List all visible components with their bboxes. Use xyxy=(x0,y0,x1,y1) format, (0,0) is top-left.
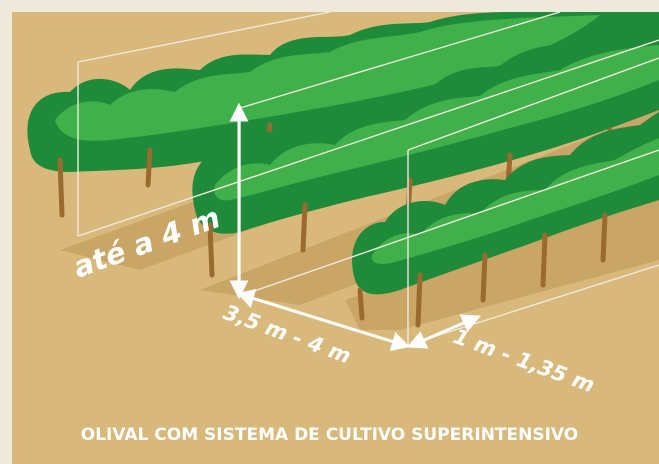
frame-front xyxy=(407,57,659,151)
dimension-arrows xyxy=(229,102,482,351)
frame-back xyxy=(77,12,331,63)
hedgerow-front-highlight xyxy=(371,138,659,264)
hedgerow-front-shadow xyxy=(345,195,659,330)
frame-middle xyxy=(239,12,561,109)
hedgerow-front-trunks xyxy=(357,212,608,328)
row-spacing-arrow xyxy=(251,296,395,344)
hedgerow-back-highlight xyxy=(55,15,600,141)
tree-spacing-arrow xyxy=(421,320,467,343)
hedgerow-frames xyxy=(77,12,659,346)
figure-caption: OLIVAL COM SISTEMA DE CULTIVO SUPERINTEN… xyxy=(80,425,579,445)
hedgerow-middle-highlight xyxy=(214,45,659,201)
